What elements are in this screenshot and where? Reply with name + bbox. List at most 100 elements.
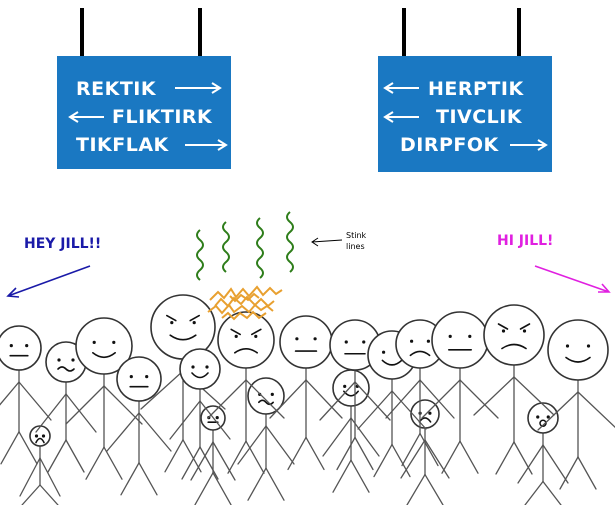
figure-leg [373, 443, 393, 478]
eye [25, 344, 29, 348]
figure-face [565, 344, 591, 363]
figure-head [29, 425, 51, 447]
figure-head [116, 356, 162, 402]
eyebrow [166, 314, 177, 322]
mouth [92, 352, 116, 359]
stick-figure [421, 311, 499, 474]
sign-line-rektik: REKTIK [76, 78, 157, 100]
eyebrow [189, 314, 200, 322]
mouth [258, 399, 274, 406]
figure-leg [305, 436, 325, 471]
figure-arm [424, 439, 450, 479]
mouth [169, 334, 197, 341]
figure-head [410, 399, 440, 429]
figure-face [230, 328, 262, 354]
eye [295, 337, 299, 341]
shout-hi-jill: HI JILL! [497, 233, 553, 249]
figure-arm [513, 376, 555, 416]
figure-leg [559, 456, 579, 490]
sign-line-tivclik: TIVCLIK [436, 106, 523, 128]
right-direction-sign: HERPTIK TIVCLIK DIRPFOK [378, 8, 552, 172]
figure-arm [65, 393, 97, 433]
eye [410, 339, 414, 343]
messy-hair [207, 285, 283, 321]
figure-arm [138, 412, 172, 452]
figure-head [431, 311, 489, 369]
arrow-left-icon [383, 82, 419, 94]
hair-strand [209, 285, 283, 301]
eyebrow [497, 323, 509, 330]
figure-face [166, 314, 200, 341]
eye [192, 321, 196, 325]
mouth [35, 437, 45, 444]
figure-leg [332, 459, 352, 493]
stick-figure [237, 377, 295, 501]
figure-face [294, 337, 318, 352]
figure-leg [542, 480, 562, 505]
stick-figure [169, 348, 231, 480]
figure-arm [199, 400, 231, 440]
eye [382, 350, 386, 354]
figure-face [497, 323, 531, 350]
figure-arm [35, 393, 67, 433]
figure-leg [577, 456, 597, 490]
figure-leg [424, 473, 444, 505]
eyebrow [251, 328, 262, 336]
figure-arm [0, 381, 20, 406]
figure-leg [138, 462, 158, 496]
sign-line-herptik: HERPTIK [428, 78, 524, 100]
eye [9, 344, 13, 348]
figure-leg [182, 439, 202, 473]
eye [191, 365, 195, 369]
figure-arm [459, 379, 499, 419]
eye [536, 415, 540, 419]
mouth [381, 359, 403, 366]
left-direction-sign: REKTIK FLIKTIRK TIKFLAK [57, 8, 231, 169]
figure-leg [354, 436, 374, 471]
eye [313, 337, 317, 341]
figure-leg [495, 441, 515, 475]
sign-line-tikflak: TIKFLAK [76, 134, 170, 156]
stink-line [222, 221, 230, 273]
figure-arm [212, 441, 236, 481]
figure-arm [140, 370, 184, 410]
figure-leg [47, 439, 67, 473]
figure-arm [190, 441, 214, 481]
figure-arm [269, 379, 307, 419]
eye [426, 339, 430, 343]
eye [586, 344, 591, 348]
figure-leg [391, 443, 411, 478]
eye [57, 358, 61, 362]
arrow-left-icon [383, 111, 419, 123]
annotation-arrow-icon [311, 237, 343, 247]
figure-arm [421, 379, 461, 419]
figure-leg [513, 441, 533, 475]
figure-leg [164, 439, 184, 473]
sign-board [57, 56, 231, 169]
figure-leg [120, 462, 140, 496]
mouth [57, 366, 75, 372]
eye [344, 340, 348, 344]
figure-arm [18, 381, 52, 421]
arrow-left-icon [68, 111, 104, 123]
sign-line-dirpfok: DIRPFOK [400, 134, 500, 156]
figure-leg [0, 431, 20, 465]
figure-face [191, 365, 209, 379]
figure-leg [419, 432, 439, 467]
stick-figure [19, 425, 61, 505]
eye [522, 329, 527, 333]
figure-face [92, 340, 116, 359]
figure-arm [473, 376, 515, 416]
stick-figure [190, 405, 236, 505]
stick-figure [473, 304, 555, 475]
figure-face [344, 340, 366, 355]
stick-figure [517, 402, 569, 505]
figure-arm [319, 381, 356, 421]
mouth [234, 348, 258, 354]
figure-leg [406, 473, 426, 505]
figure-head [75, 317, 133, 375]
eye [129, 375, 133, 379]
figure-head [527, 402, 559, 434]
arrow-right-icon [175, 82, 222, 94]
